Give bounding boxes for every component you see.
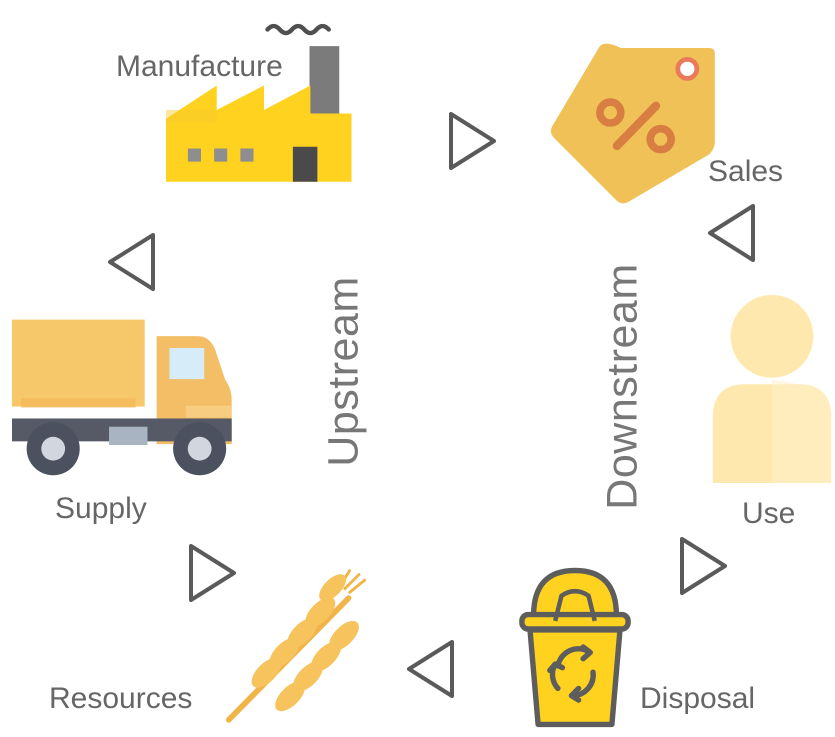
disposal-label: Disposal <box>640 682 756 715</box>
arrow-manufacture-to-sales <box>449 112 496 170</box>
wheat-icon <box>225 569 367 723</box>
downstream-label: Downstream <box>598 263 647 510</box>
resources-label: Resources <box>49 682 193 715</box>
arrow-supply-to-manufacture <box>108 233 155 291</box>
use-label: Use <box>742 497 796 530</box>
sales-label: Sales <box>708 155 784 188</box>
supply-label: Supply <box>55 492 147 525</box>
truck-icon <box>12 319 232 476</box>
price-tag-icon <box>550 43 715 204</box>
upstream-label: Upstream <box>319 276 368 467</box>
arrow-disposal-to-resources <box>407 640 454 698</box>
recycle-bin-icon <box>519 567 631 728</box>
arrow-use-to-sales <box>708 204 755 262</box>
manufacture-label: Manufacture <box>116 50 283 83</box>
factory-icon <box>166 23 352 182</box>
user-icon <box>712 295 832 483</box>
arrow-resources-to-supply <box>189 544 236 602</box>
arrow-use-to-disposal <box>680 537 727 595</box>
